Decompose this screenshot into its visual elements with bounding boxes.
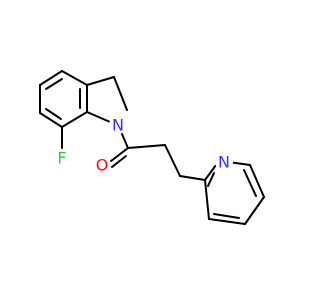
bond: [207, 172, 215, 187]
atom-labels: F N O N: [53, 116, 233, 175]
bond: [39, 70, 63, 86]
indoline-nitrogen-label: N: [112, 116, 124, 135]
bond: [111, 155, 127, 168]
fluorine-atom: F: [53, 149, 71, 168]
bond: [204, 164, 217, 181]
bond: [243, 169, 257, 197]
pyridine-nitrogen-atom: N: [215, 153, 233, 172]
bond: [61, 70, 88, 86]
bond: [110, 147, 129, 162]
bond: [127, 144, 166, 149]
bond: [249, 164, 265, 198]
carbonyl-oxygen-label: O: [96, 156, 109, 175]
bond: [244, 196, 265, 225]
bond: [39, 112, 63, 128]
bond: [204, 179, 210, 220]
bond: [86, 76, 115, 86]
bond: [179, 175, 206, 181]
carbonyl-oxygen-atom: O: [93, 156, 111, 175]
fluorine-label: F: [57, 149, 66, 168]
bond: [121, 133, 129, 149]
indoline-nitrogen-atom: N: [109, 116, 127, 135]
bond: [45, 108, 62, 120]
bond: [164, 144, 181, 177]
bond: [208, 218, 246, 225]
bonds: [39, 70, 265, 225]
bond: [113, 76, 128, 111]
bond: [213, 213, 240, 219]
pyridine-nitrogen-label: N: [218, 153, 230, 172]
structure-diagram: F N O N: [39, 70, 265, 225]
bond: [61, 111, 88, 128]
bond: [45, 78, 63, 90]
molecule-canvas: F N O N: [39, 70, 265, 225]
